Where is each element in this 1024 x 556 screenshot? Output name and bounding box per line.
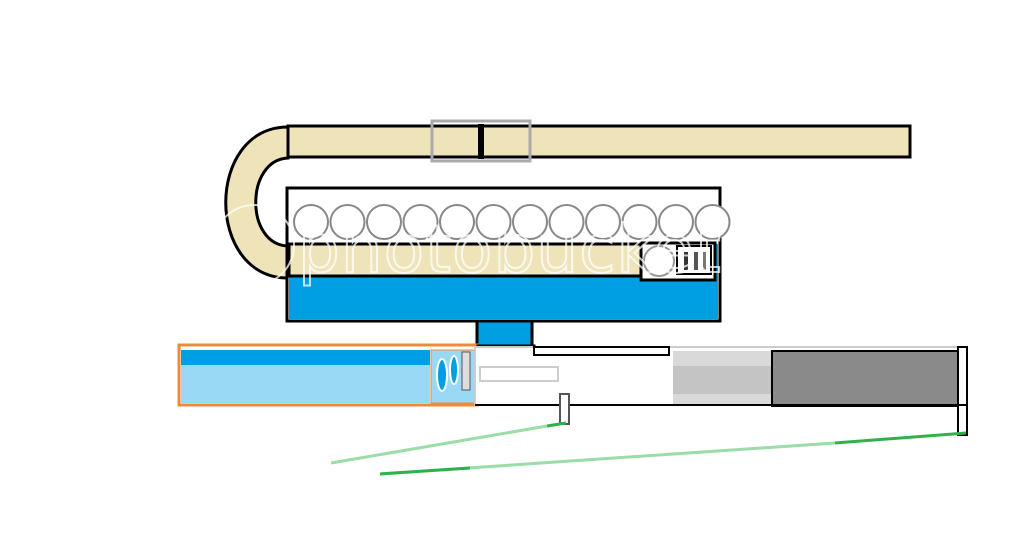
green-segment-1: [546, 421, 567, 428]
dark-gray-block: [771, 350, 959, 407]
right-channel-top: [533, 346, 670, 356]
tank-bubble-2: [449, 355, 459, 385]
ball: [585, 204, 621, 240]
connector-pipe: [475, 319, 534, 350]
clamp-center-bar: [478, 124, 484, 159]
end-mechanism-bar-1: [684, 252, 688, 270]
green-segment-2: [379, 466, 471, 476]
green-segment-3: [834, 431, 967, 445]
end-mechanism-bar-2: [694, 252, 698, 270]
end-ball: [643, 245, 675, 277]
ball: [329, 204, 366, 240]
ball: [439, 204, 475, 240]
ball-row: [293, 204, 731, 240]
tube-clamp: [430, 119, 532, 163]
tank-rod: [461, 351, 471, 391]
light-green-line: [330, 424, 548, 465]
ball: [658, 204, 694, 240]
left-tank-dark-water: [181, 350, 430, 365]
left-tank-light-water: [181, 365, 430, 403]
ball: [293, 204, 329, 240]
ball: [548, 204, 585, 240]
ball: [694, 204, 731, 240]
inlet-slot: [479, 366, 559, 382]
ball: [366, 204, 402, 240]
top-tube: [286, 124, 912, 159]
ball: [512, 204, 548, 240]
curved-tube: [224, 125, 290, 280]
ball: [402, 204, 439, 240]
tank-bubble-1: [436, 358, 448, 392]
end-mechanism-bar-3: [703, 252, 706, 270]
inner-tube: [287, 242, 645, 278]
right-end-cap: [957, 346, 968, 436]
ball: [621, 204, 658, 240]
drip-post: [559, 393, 570, 425]
mid-gray-block: [673, 366, 773, 394]
ball: [475, 204, 512, 240]
